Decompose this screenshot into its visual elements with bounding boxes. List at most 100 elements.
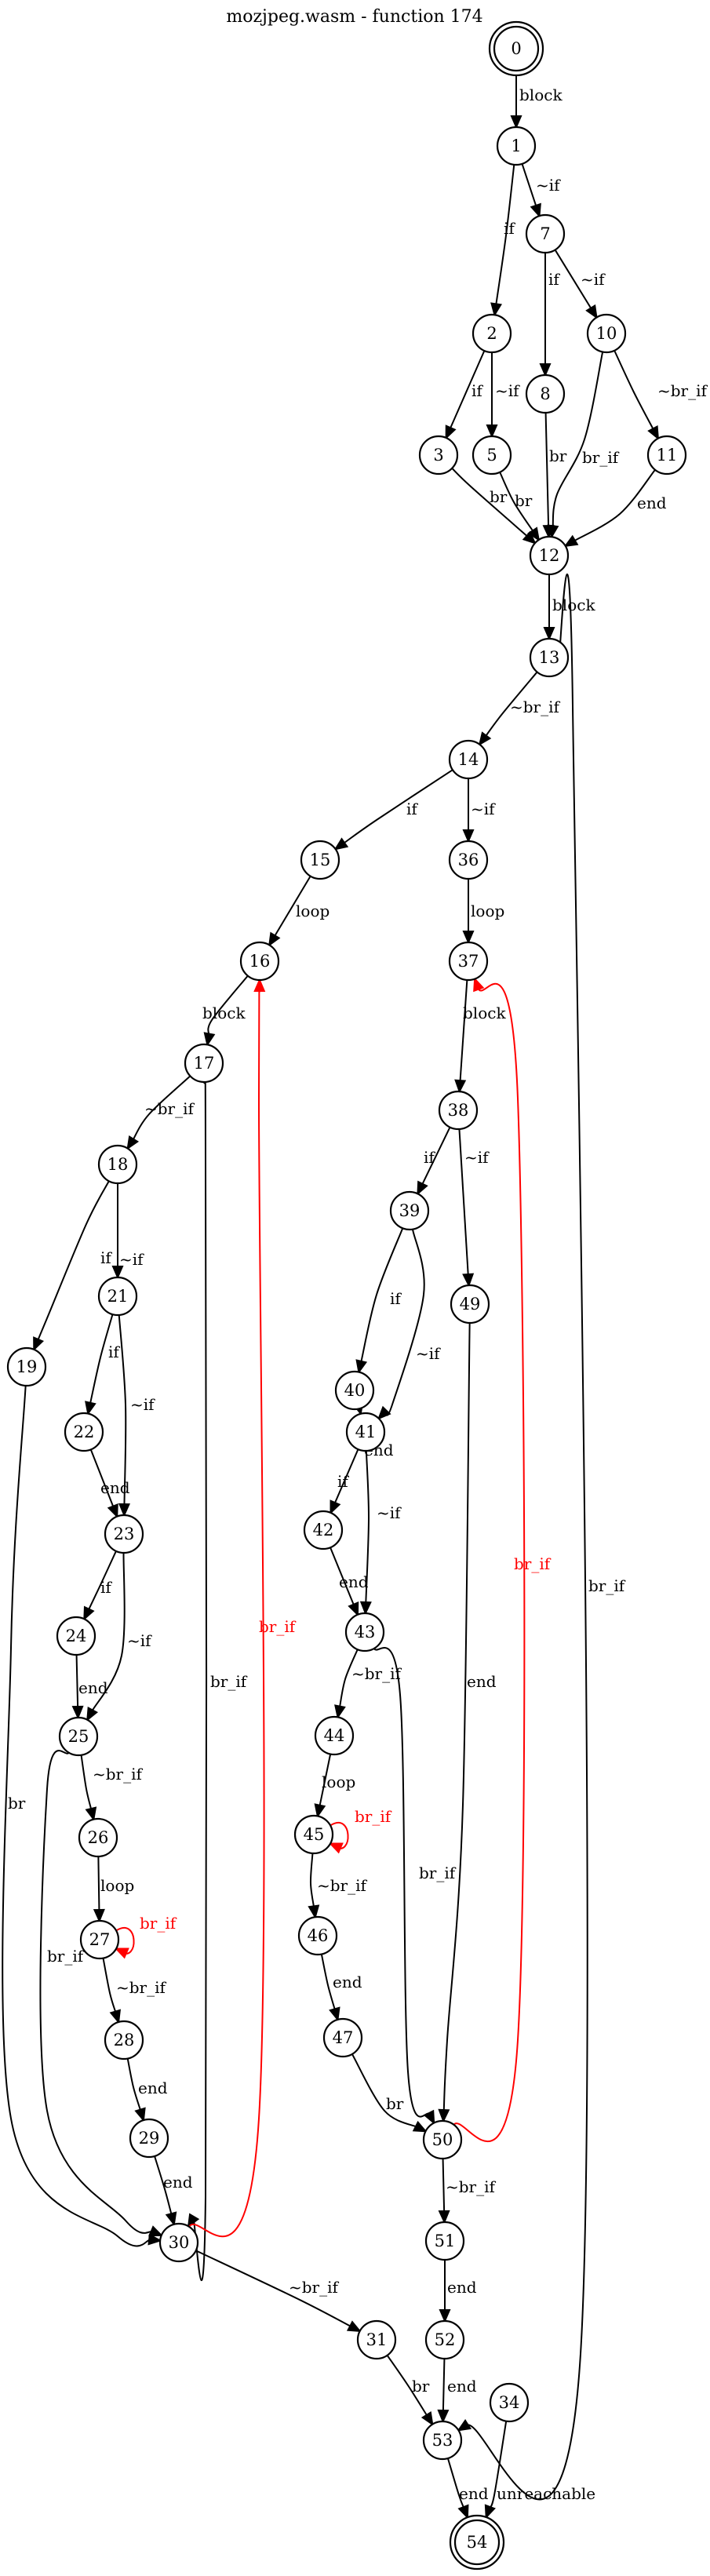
node-circle — [496, 126, 537, 166]
edge-31-to-53: br — [386, 2355, 434, 2426]
edge-line — [442, 2158, 446, 2213]
arrowhead — [438, 2108, 450, 2123]
edge-label: br_if — [588, 1576, 626, 1595]
edge-line — [80, 1754, 93, 1811]
edge-2-to-5: ~if — [486, 352, 520, 439]
node-label: 44 — [324, 1726, 345, 1745]
arrowhead — [473, 977, 485, 993]
edge-41-to-43: ~if — [359, 1450, 402, 1616]
node-30: 30 — [158, 2222, 199, 2263]
edge-label: ~br_if — [317, 1876, 368, 1895]
edge-label: ~br_if — [351, 1664, 402, 1683]
node-circle — [422, 2119, 463, 2160]
node-circle — [586, 313, 627, 354]
node-circle — [345, 1412, 386, 1452]
node-1: 1 — [496, 126, 537, 166]
node-8: 8 — [525, 373, 566, 414]
edge-label: ~if — [377, 1503, 402, 1522]
node-label: 50 — [432, 2130, 453, 2149]
arrowhead — [412, 2120, 428, 2133]
edge-line — [451, 468, 529, 537]
node-10: 10 — [586, 313, 627, 354]
edge-30-to-16: br_if — [188, 978, 297, 2238]
node-label: 11 — [657, 446, 678, 465]
arrowhead — [462, 1273, 475, 1288]
edge-label: end — [467, 1672, 497, 1691]
edge-22-to-23: end — [89, 1448, 130, 1519]
node-circle — [239, 941, 280, 982]
edge-line — [373, 1647, 431, 2118]
node-17: 17 — [184, 1043, 224, 1084]
edge-line — [442, 1322, 471, 2112]
edge-39-to-41: ~if — [377, 1229, 441, 1420]
edge-30-to-31: ~br_if — [195, 2250, 362, 2333]
arrowhead — [111, 1266, 124, 1280]
arrowhead — [333, 837, 349, 851]
node-circle — [389, 1190, 430, 1231]
node-circle — [322, 2017, 363, 2058]
node-label: 46 — [308, 1926, 329, 1945]
node-3: 3 — [418, 435, 459, 475]
arrowhead — [330, 1499, 341, 1515]
edge-line — [273, 876, 311, 938]
node-25: 25 — [58, 1716, 99, 1757]
node-circle — [529, 535, 570, 576]
edge-label: end — [78, 1678, 108, 1697]
node-26: 26 — [78, 1817, 118, 1858]
edge-label: ~br_if — [116, 1978, 167, 1997]
node-circle — [64, 1412, 104, 1452]
edge-label: if — [390, 1289, 402, 1308]
node-54: 54 — [449, 2514, 505, 2571]
node-19: 19 — [6, 1346, 47, 1387]
edge-label: ~br_if — [144, 1099, 195, 1118]
edge-21-to-23: ~if — [118, 1314, 155, 1518]
node-label: 31 — [366, 2330, 388, 2349]
edge-29-to-30: end — [154, 2155, 193, 2227]
edge-28-to-29: end — [126, 2058, 168, 2122]
edge-50-to-37: br_if — [453, 977, 552, 2142]
node-label: 23 — [114, 1525, 135, 1543]
edge-34-to-54: unreachable — [484, 2421, 595, 2520]
edge-line — [2, 1385, 151, 2247]
node-label: 26 — [88, 1828, 109, 1847]
edge-label: block — [463, 1004, 506, 1022]
node-circle — [424, 2221, 465, 2261]
edge-label: br_if — [355, 1807, 392, 1826]
edge-17-to-18: ~br_if — [126, 1075, 195, 1150]
node-circle — [646, 435, 687, 475]
arrowhead — [93, 1908, 105, 1923]
node-50: 50 — [422, 2119, 463, 2160]
edge-label: br_if — [47, 1947, 85, 1966]
edge-line — [453, 982, 526, 2142]
edge-52-to-53: end — [437, 2358, 477, 2424]
edge-45-to-45: br_if — [328, 1807, 392, 1854]
edge-label: br — [412, 2377, 430, 2396]
node-43: 43 — [344, 1612, 385, 1652]
node-31: 31 — [356, 2319, 397, 2360]
node-36: 36 — [448, 840, 489, 880]
edge-23-to-25: ~if — [86, 1552, 152, 1722]
node-28: 28 — [104, 2020, 144, 2060]
edge-line — [573, 469, 656, 542]
arrowhead — [147, 2233, 162, 2246]
node-circle — [6, 1346, 47, 1387]
arrowhead — [457, 2504, 469, 2520]
arrowhead — [527, 526, 541, 542]
arrowhead — [329, 2006, 340, 2022]
node-label: 22 — [74, 1423, 95, 1441]
node-circle — [472, 435, 512, 475]
edge-label: ~if — [581, 270, 606, 289]
arrowhead — [328, 1842, 344, 1854]
node-circle — [97, 1276, 138, 1317]
edge-2-to-3: if — [445, 350, 486, 440]
edge-line — [195, 2250, 352, 2328]
edge-label: ~br_if — [657, 381, 708, 400]
node-label: 2 — [486, 324, 497, 343]
edge-line — [544, 412, 550, 528]
edge-11-to-12: end — [563, 469, 667, 548]
edge-line — [360, 1227, 404, 1364]
edge-line — [309, 1853, 315, 1908]
node-circle — [314, 1715, 355, 1756]
edge-line — [91, 1552, 126, 1712]
